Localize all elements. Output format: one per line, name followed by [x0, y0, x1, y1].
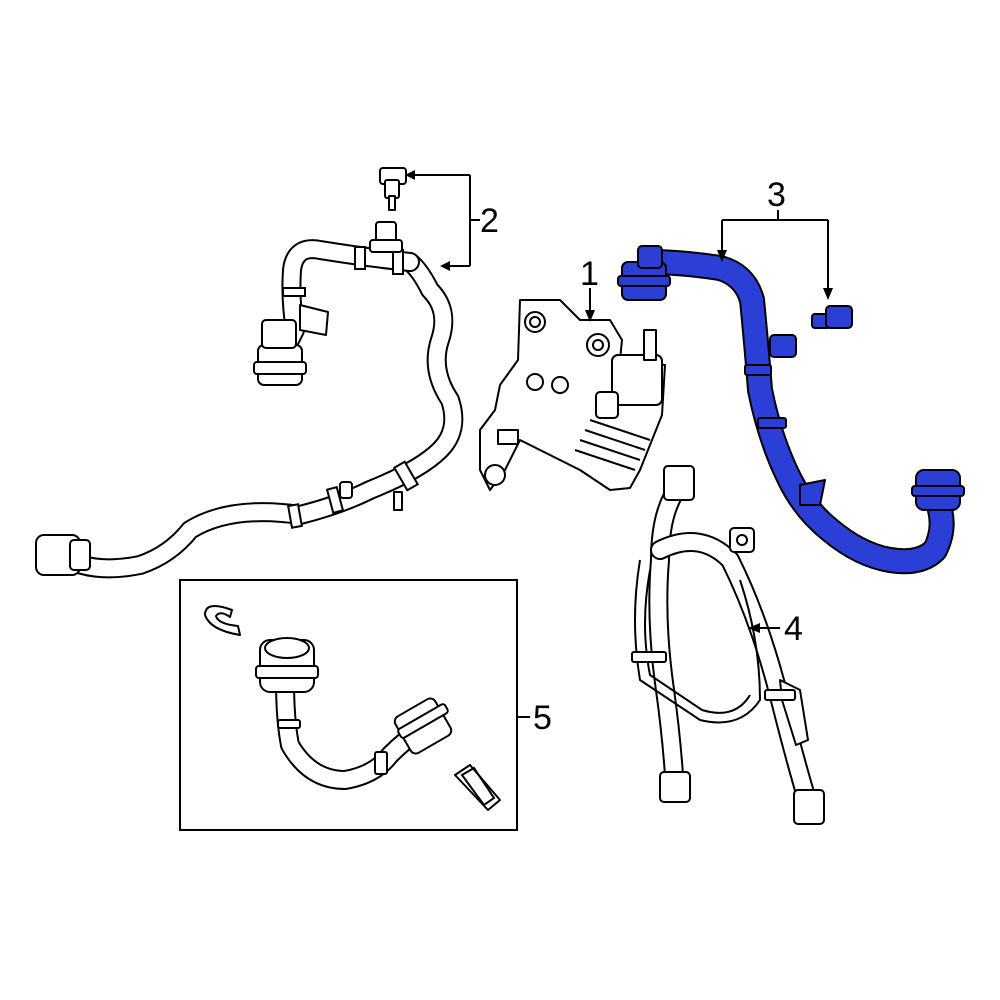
callout-1-leader — [585, 288, 595, 322]
part-5-box — [179, 579, 518, 831]
part-1-oil-cooler[interactable] — [479, 299, 666, 491]
callout-3-leader — [717, 210, 833, 300]
callout-4-leader — [748, 623, 780, 633]
part-3-bleeder-valve[interactable] — [811, 305, 853, 329]
part-5-hose-kit[interactable] — [255, 637, 453, 790]
callout-3: 3 — [767, 176, 786, 214]
callout-4: 4 — [784, 610, 803, 648]
callout-1: 1 — [580, 255, 599, 293]
callout-2-leader — [405, 170, 480, 271]
part-5-retaining-clip-upper[interactable] — [204, 605, 241, 636]
part-5-retaining-clip-lower[interactable] — [454, 764, 501, 811]
part-2-bleeder-valve[interactable] — [379, 167, 407, 211]
callout-2: 2 — [480, 202, 499, 240]
callout-5: 5 — [533, 699, 552, 737]
part-3-coolant-hose-highlighted[interactable] — [617, 245, 965, 575]
part-2-coolant-hose[interactable] — [35, 221, 464, 579]
